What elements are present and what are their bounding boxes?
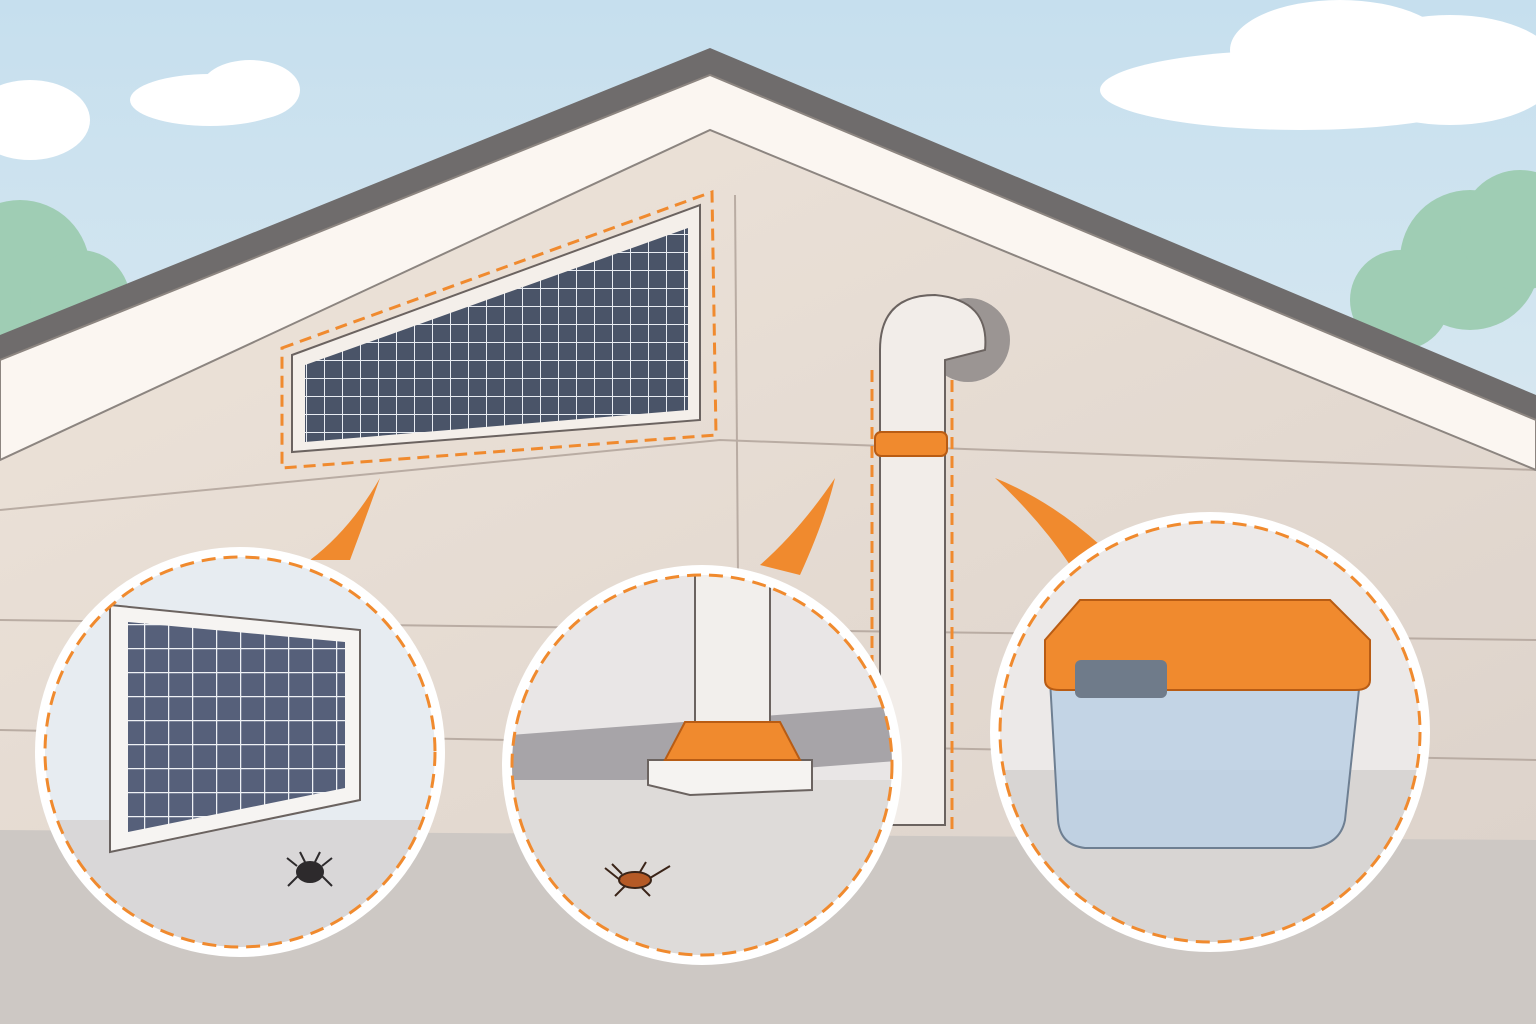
storage-bin-body bbox=[1048, 679, 1362, 849]
pipe-seal-band bbox=[874, 431, 948, 457]
bin-latch bbox=[1075, 660, 1167, 698]
callout-pointers bbox=[310, 478, 1100, 575]
attic-vent-mesh bbox=[305, 228, 688, 442]
vent-pipe bbox=[870, 293, 1010, 830]
cockroach-icon bbox=[604, 861, 671, 897]
beetle-icon bbox=[286, 851, 333, 887]
roof bbox=[0, 48, 1536, 420]
callout-pipe-seal bbox=[502, 565, 902, 965]
vent-seal-outline bbox=[280, 189, 718, 470]
callout-vent-screen bbox=[35, 547, 445, 957]
fascia bbox=[0, 73, 1536, 472]
clouds bbox=[0, 0, 1536, 160]
callout-sealed-bin bbox=[990, 512, 1430, 952]
